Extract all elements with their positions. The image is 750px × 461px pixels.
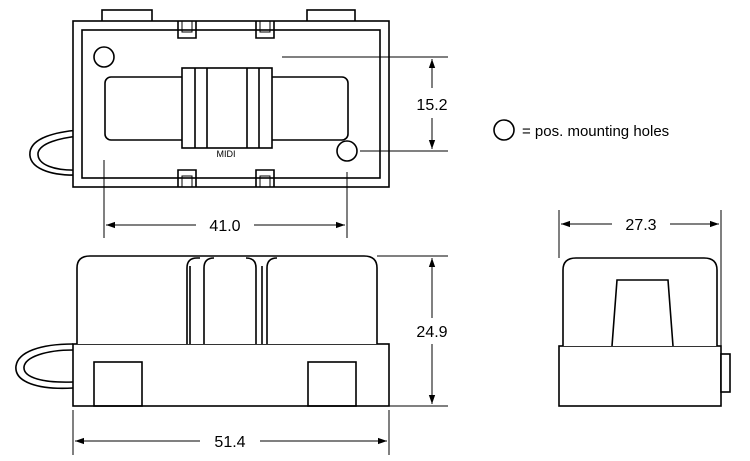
clip-bottom-left — [177, 169, 197, 187]
wire-loop-top — [29, 129, 80, 176]
legend-text: = pos. mounting holes — [522, 123, 669, 140]
dimension-15-2: 15.2 — [416, 59, 448, 149]
dim-label-24-9: 24.9 — [416, 324, 447, 341]
top-body-inner — [81, 29, 381, 179]
dim-label-27-3: 27.3 — [625, 217, 656, 234]
clip-top-right — [255, 21, 275, 39]
front-cover — [76, 255, 378, 344]
clip-top-left — [177, 21, 197, 39]
dimension-24-9: 24.9 — [416, 258, 448, 404]
dim-label-51-4: 51.4 — [214, 434, 245, 451]
dimension-41-0: 41.0 — [106, 218, 345, 235]
side-wire-exit — [720, 353, 731, 393]
front-base — [72, 343, 390, 407]
dimension-51-4: 51.4 — [75, 434, 387, 451]
dim-label-41-0: 41.0 — [209, 218, 240, 235]
fuse-body — [181, 67, 273, 149]
clip-bottom-right — [255, 169, 275, 187]
side-view — [558, 210, 731, 407]
circle-icon — [493, 119, 515, 141]
side-cover — [562, 257, 718, 346]
dim-label-15-2: 15.2 — [416, 97, 447, 114]
mounting-hole-top-left — [93, 46, 115, 68]
top-view: MIDI — [29, 9, 448, 238]
side-window — [611, 279, 674, 347]
legend: = pos. mounting holes — [493, 119, 669, 141]
front-foot-right — [307, 361, 357, 407]
dimension-27-3: 27.3 — [561, 217, 719, 234]
wire-loop-front — [15, 343, 74, 390]
fuse-label: MIDI — [217, 149, 236, 159]
side-base — [558, 345, 722, 407]
front-foot-left — [93, 361, 143, 407]
front-view — [15, 255, 448, 455]
mounting-hole-bottom-right — [336, 140, 358, 162]
